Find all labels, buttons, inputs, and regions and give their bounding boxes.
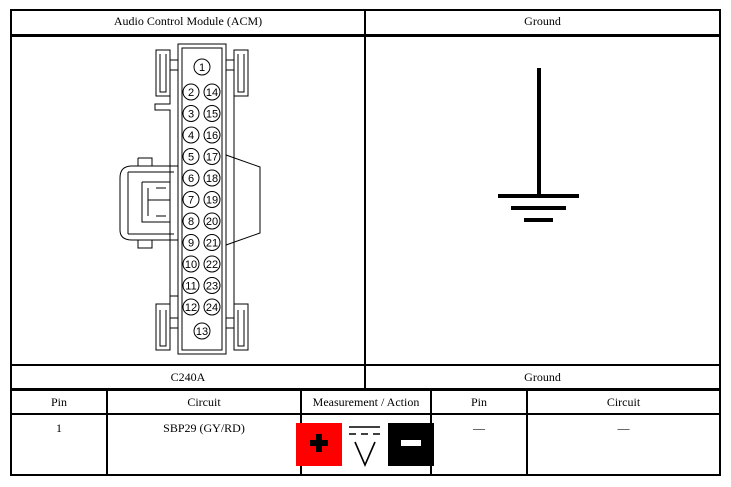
row-circuit-a: SBP29 (GY/RD) [163,421,245,435]
pin-17-circle [203,148,221,165]
connector-label: C240A [170,370,206,384]
negative-lead-icon [388,423,434,466]
pin-10-label: 10 [185,259,197,271]
acm-header: Audio Control Module (ACM) [113,14,263,28]
pin-table-right [719,389,721,476]
pin-6-label: 6 [188,173,194,185]
header-circuit-b: Circuit [606,395,641,409]
pin-18-circle [203,169,221,187]
positive-lead-icon [296,423,342,466]
pin-10-circle [182,255,200,273]
pin-4-label: 4 [188,130,194,142]
ground-header: Ground [524,14,561,28]
header-pin-a: Pin [50,395,67,409]
pin-7-label: 7 [188,195,194,207]
pin-14-label: 14 [206,87,218,99]
pin-15-label: 15 [206,109,218,121]
pin-table-col1 [106,389,108,476]
pin-12-circle [182,298,200,316]
ground-label: Ground [524,370,561,384]
pin-6-circle [182,169,200,187]
row-pin-a: 1 [56,421,62,435]
pin-16-circle [203,126,221,144]
pin-12-label: 12 [185,302,197,314]
pin-19-label: 19 [206,195,218,207]
pin-2-circle [182,83,200,101]
pin-15-circle [203,105,221,122]
pin-14-circle [203,83,221,101]
diagram-divider [364,9,366,390]
pin-18-label: 18 [206,173,218,185]
pin-20-label: 20 [206,216,218,228]
pin-8-label: 8 [188,216,194,228]
pin-3-label: 3 [188,109,194,121]
pin-5-label: 5 [188,152,194,164]
pin-table-left [10,389,12,476]
pin-table-top [10,389,721,391]
row-circuit-b: — [617,421,630,435]
pin-13-circle [193,322,211,340]
pin-7-circle [182,191,200,208]
pin-19-circle [203,191,221,208]
pin-9-label: 9 [188,238,194,250]
pin-24-label: 24 [206,302,218,314]
pin-21-label: 21 [206,238,218,250]
pin-11-label: 11 [185,281,196,293]
pin-8-circle [182,212,200,230]
dc-voltage-icon [349,426,380,468]
pin-9-circle [182,234,200,251]
pin-2-label: 2 [188,87,194,99]
pin-16-label: 16 [206,130,218,142]
pin-5-circle [182,148,200,165]
pin-table-bottom [10,474,721,476]
pin-1-circle [193,58,211,76]
footer-separator [10,364,721,366]
pin-22-label: 22 [206,259,218,271]
header-measurement: Measurement / Action [312,395,420,409]
pin-23-label: 23 [206,281,218,293]
pin-22-circle [203,255,221,273]
pin-23-circle [203,277,221,294]
pin-3-circle [182,105,200,122]
pin-21-circle [203,234,221,251]
header-circuit-a: Circuit [187,395,221,409]
header-separator-2 [10,36,721,37]
pin-13-label: 13 [196,326,208,338]
pin-17-label: 17 [206,152,218,164]
pin-1-label: 1 [199,62,205,74]
pin-11-circle [182,277,200,294]
pin-table-col4 [526,389,528,476]
pin-24-circle [203,298,221,316]
pin-table-header-bottom [10,413,721,415]
header-pin-b: Pin [470,395,487,409]
pin-4-circle [182,126,200,144]
header-separator [10,34,721,36]
pin-20-circle [203,212,221,230]
row-pin-b: — [473,421,485,435]
